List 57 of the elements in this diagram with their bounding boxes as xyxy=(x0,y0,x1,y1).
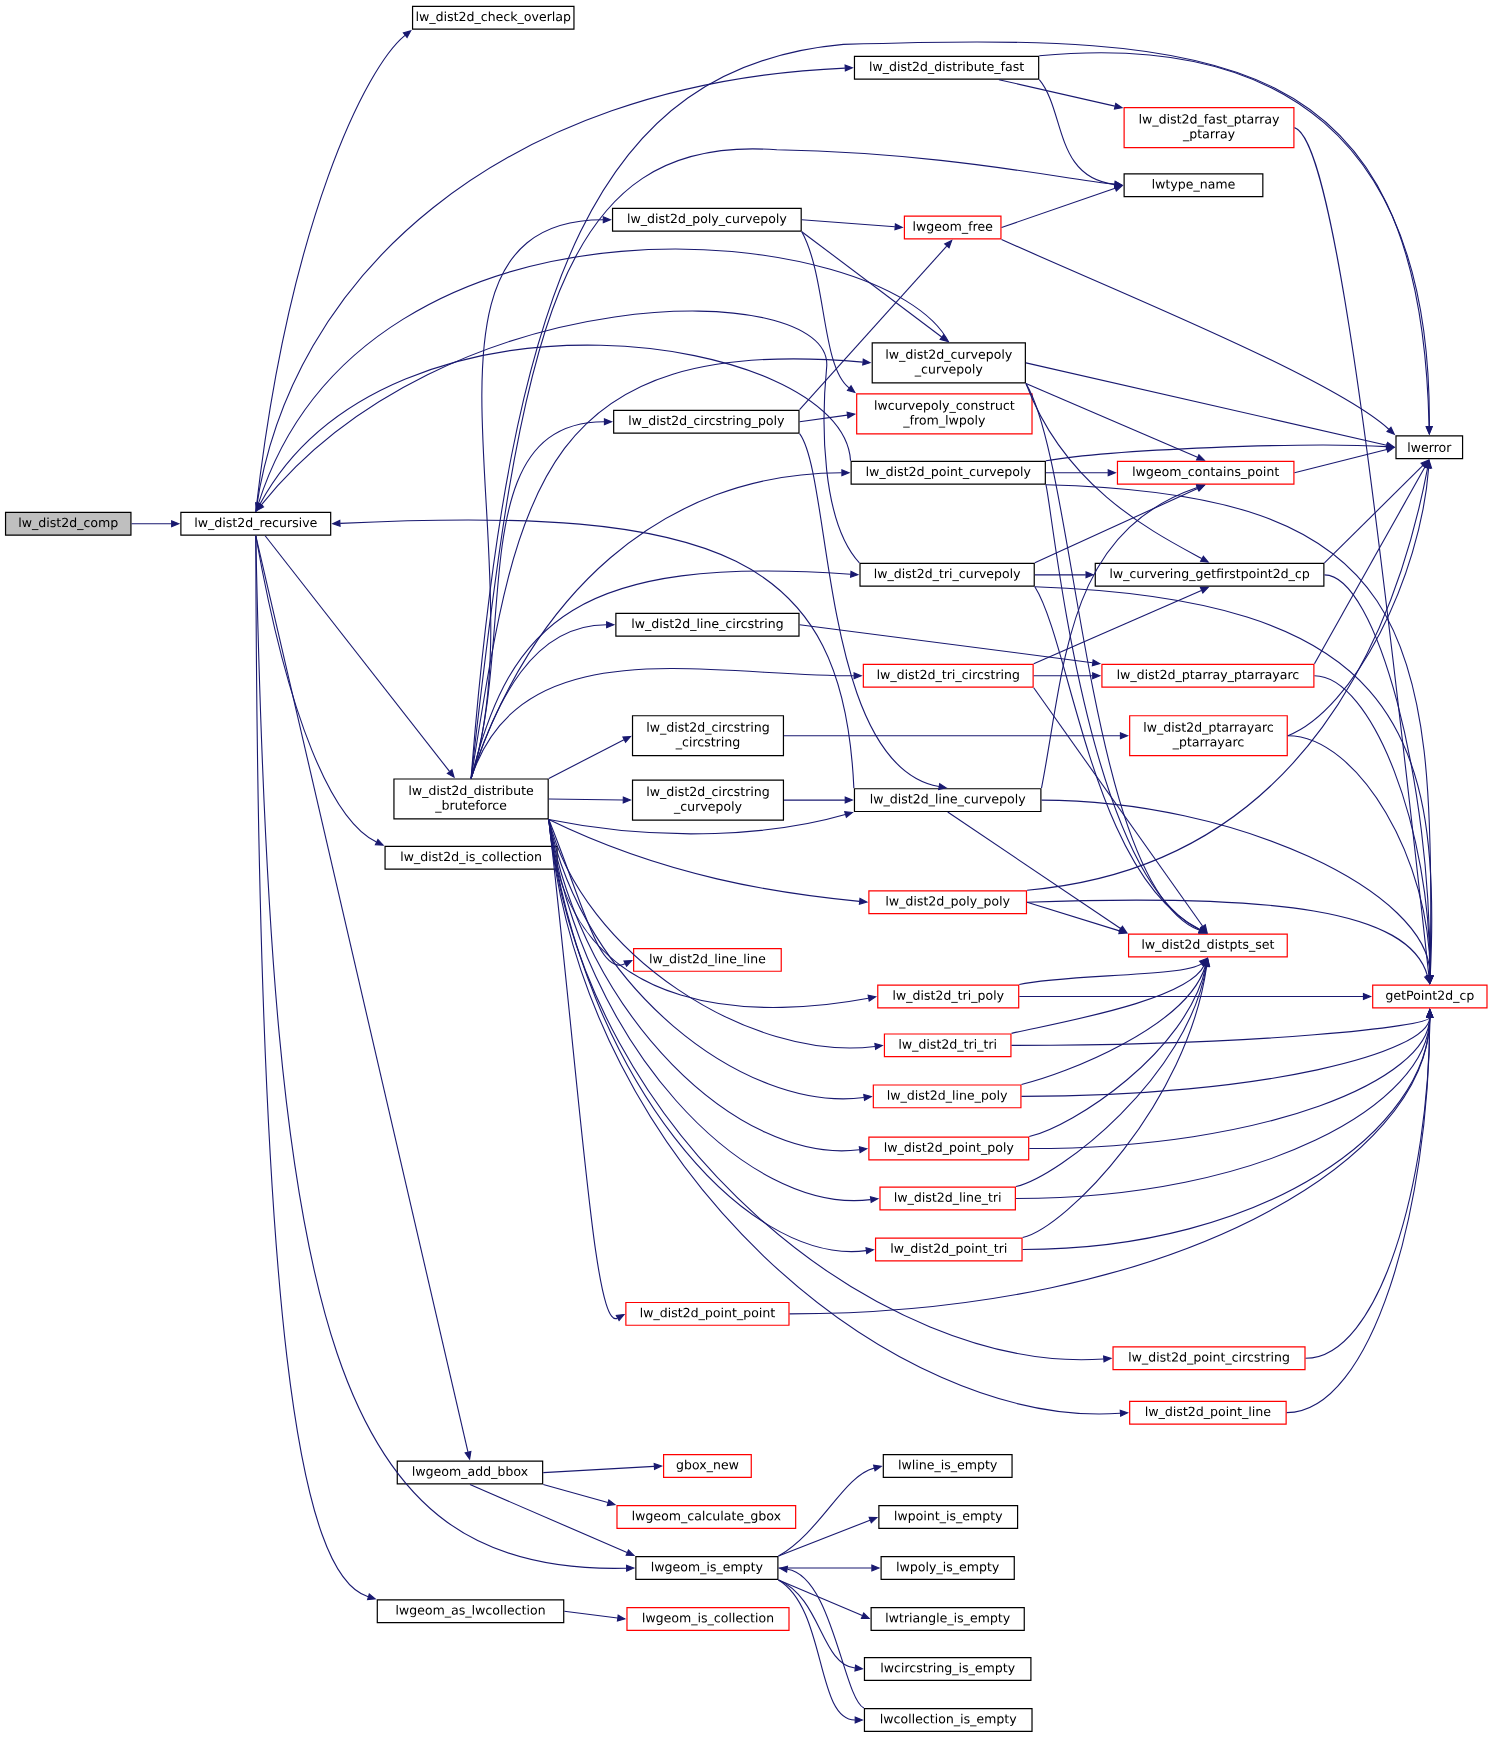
function-box: lw_dist2d_distribute _bruteforce xyxy=(393,778,549,820)
function-box: gbox_new xyxy=(662,1453,752,1478)
function-box: lw_dist2d_tri_poly xyxy=(876,984,1020,1009)
function-box: lw_dist2d_ptarrayarc _ptarrayarc xyxy=(1128,715,1288,757)
function-box: lw_dist2d_poly_curvepoly xyxy=(611,207,802,232)
function-box: lw_dist2d_circstring _circstring xyxy=(631,715,784,757)
function-box: lw_dist2d_distribute_fast xyxy=(853,55,1040,80)
function-box: lw_dist2d_line_curvepoly xyxy=(853,788,1042,813)
function-box: lw_dist2d_recursive xyxy=(180,511,332,536)
function-box: lwtriangle_is_empty xyxy=(870,1607,1025,1632)
function-box: lw_dist2d_circstring_poly xyxy=(612,409,800,434)
function-box: lwgeom_calculate_gbox xyxy=(616,1505,797,1529)
function-box: lwgeom_free xyxy=(903,215,1002,240)
function-box: lwline_is_empty xyxy=(882,1453,1013,1478)
function-box: lwgeom_add_bbox xyxy=(396,1460,544,1485)
function-box: lwerror xyxy=(1395,435,1463,460)
arrow xyxy=(130,520,180,528)
function-box: lw_dist2d_tri_circstring xyxy=(862,663,1034,688)
function-box: lw_dist2d_point_line xyxy=(1128,1400,1287,1425)
function-box: lw_dist2d_line_circstring xyxy=(615,612,800,637)
function-box: lw_dist2d_check_overlap xyxy=(411,5,575,30)
function-box: lw_dist2d_circstring _curvepoly xyxy=(631,779,784,821)
arrow xyxy=(946,811,1128,934)
function-box: lw_dist2d_ptarray_ptarrayarc xyxy=(1101,663,1315,688)
function-box: lw_dist2d_point_curvepoly xyxy=(850,460,1046,485)
function-box: lwcurvepoly_construct _from_lwpoly xyxy=(855,393,1033,435)
function-box: lw_dist2d_comp xyxy=(4,511,132,536)
function-box: lw_dist2d_is_collection xyxy=(384,845,558,870)
function-box: lwgeom_is_empty xyxy=(635,1556,779,1580)
function-box: lw_dist2d_poly_poly xyxy=(868,890,1027,915)
function-box: lwgeom_contains_point xyxy=(1116,460,1295,485)
function-box: lw_dist2d_fast_ptarray _ptarray xyxy=(1123,107,1295,149)
function-box: lw_dist2d_point_poly xyxy=(868,1136,1030,1161)
function-box: lw_dist2d_distpts_set xyxy=(1127,933,1288,958)
function-box: lwgeom_is_collection xyxy=(626,1607,790,1632)
function-box: lw_dist2d_point_point xyxy=(625,1301,790,1326)
function-box: lw_dist2d_tri_curvepoly xyxy=(859,562,1035,587)
function-box: lwtype_name xyxy=(1123,173,1264,198)
function-box: lw_dist2d_curvepoly _curvepoly xyxy=(871,342,1026,384)
function-box: lw_dist2d_line_line xyxy=(632,947,782,972)
arrow xyxy=(1018,957,1208,986)
function-box: lw_dist2d_point_tri xyxy=(874,1237,1023,1262)
function-box: lwpoly_is_empty xyxy=(880,1556,1015,1580)
arrow xyxy=(469,1484,635,1556)
arrow xyxy=(777,1516,878,1557)
function-box: lw_dist2d_line_poly xyxy=(872,1084,1022,1109)
function-box: lw_dist2d_tri_tri xyxy=(883,1033,1012,1058)
function-box: lwgeom_as_lwcollection xyxy=(376,1599,565,1624)
function-box: lwcircstring_is_empty xyxy=(863,1657,1032,1681)
arrow xyxy=(255,344,851,512)
function-box: lw_curvering_getfirstpoint2d_cp xyxy=(1094,562,1325,587)
arrow xyxy=(255,310,860,564)
function-box: lw_dist2d_line_tri xyxy=(879,1186,1016,1211)
function-box: lw_dist2d_point_circstring xyxy=(1112,1346,1306,1371)
function-box: lwcollection_is_empty xyxy=(863,1708,1033,1732)
function-box: getPoint2d_cp xyxy=(1371,984,1488,1009)
function-box: lwpoint_is_empty xyxy=(878,1505,1018,1529)
